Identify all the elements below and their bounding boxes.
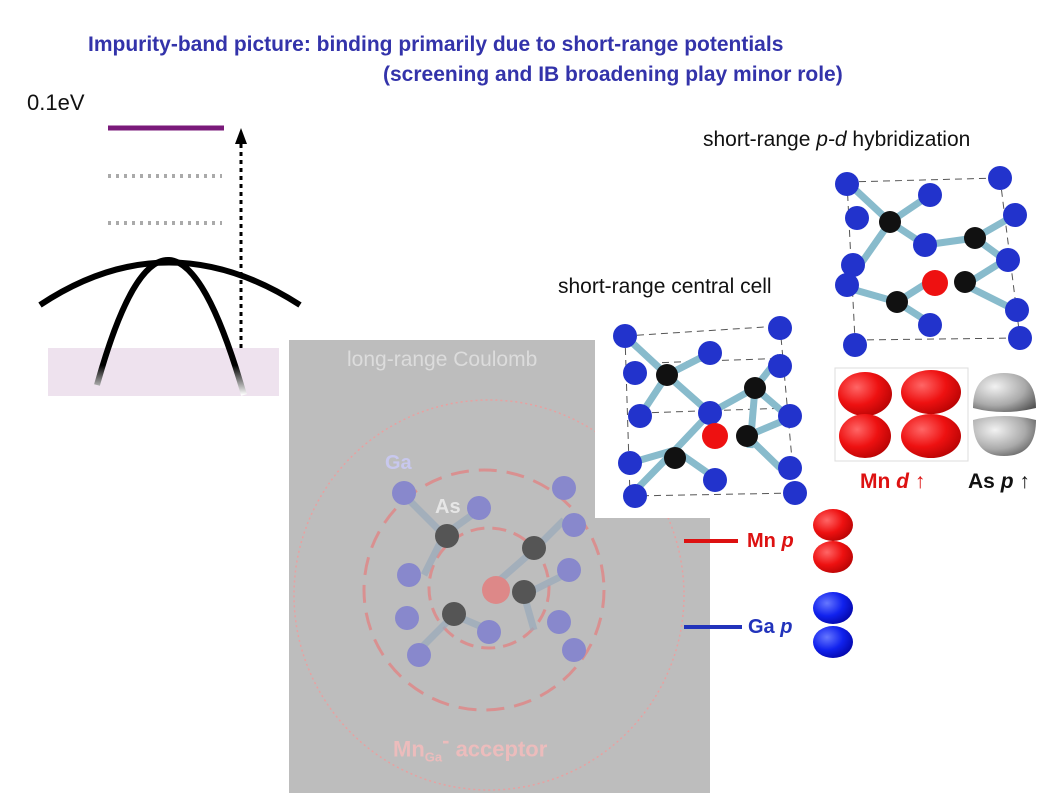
central-cell-crystal [613,316,807,508]
ga-p-orbital [808,588,858,661]
excitation-arrowhead [235,128,247,144]
heavy-hole-band [94,257,247,396]
ga-atom-label: Ga [385,452,412,474]
coulomb-illustration [293,399,685,791]
ga-p-label: Ga p [748,616,793,638]
mn-d-orbital [834,367,969,462]
mn-acceptor-label: MnGa- acceptor [393,728,548,765]
band-diagram [38,125,302,396]
central-cell-label: short-range central cell [558,275,772,298]
coulomb-label: long-range Coulomb [347,348,538,371]
title-line-2: (screening and IB broadening play minor … [383,63,843,86]
pd-hybridization-crystal [835,166,1032,357]
pd-hybridization-label: short-range p-d hybridization [703,128,971,151]
energy-scale-label: 0.1eV [27,90,85,115]
as-atom-label: As [435,496,461,518]
ga-p-level [684,625,742,629]
mn-d-up-label: Mn d ↑ [860,470,926,493]
light-hole-band [38,259,302,308]
as-p-up-label: As p ↑ [968,470,1030,493]
title-line-1: Impurity-band picture: binding primarily… [88,33,784,56]
mn-p-label: Mn p [747,530,794,552]
mn-p-orbital [808,505,858,578]
as-p-orbital [973,373,1036,456]
mn-p-level [684,539,738,543]
